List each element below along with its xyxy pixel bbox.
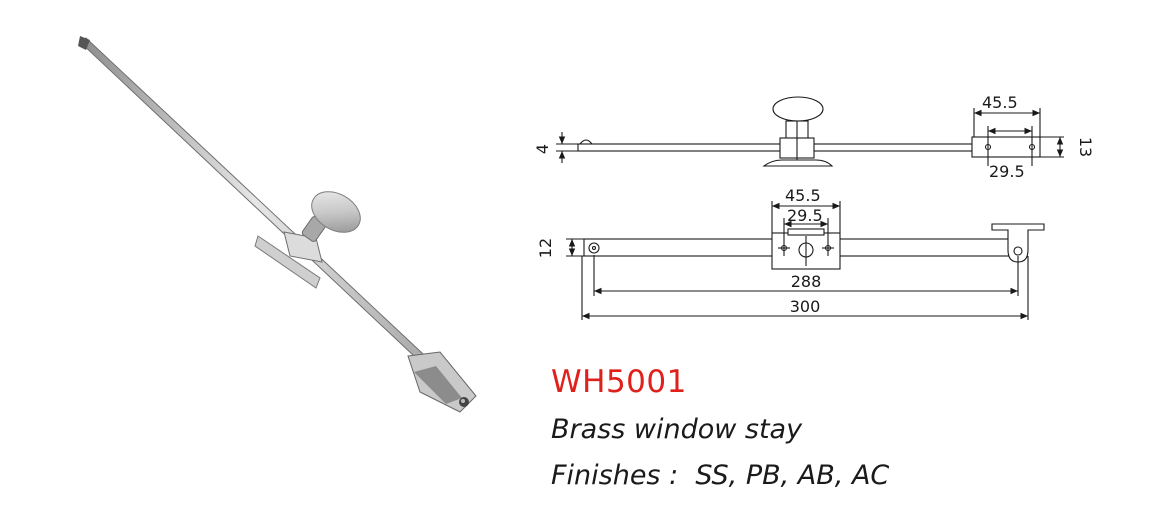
top-view-base <box>762 159 834 167</box>
dim-label-top-29-5: 29.5 <box>989 162 1025 181</box>
pivot-bracket-shadow <box>414 366 462 404</box>
dim-label-mid-45-5: 45.5 <box>785 186 821 205</box>
side-view-pivot-left-inner <box>591 245 597 251</box>
dim-label-top-13: 13 <box>1076 137 1095 157</box>
dim-label-top-45-5: 45.5 <box>982 93 1018 112</box>
side-view-pivot-right <box>1013 246 1023 256</box>
top-view-bar <box>577 143 975 152</box>
dim-label-300: 300 <box>790 297 821 316</box>
mounting-plate <box>254 235 321 289</box>
side-view-block-inner <box>787 228 825 236</box>
side-view-pivot-left <box>588 242 600 254</box>
top-view-knob <box>772 96 824 122</box>
window-stay-photo <box>78 36 477 413</box>
top-view-end-nub <box>579 139 593 145</box>
product-description: Brass window stay <box>551 414 803 445</box>
knob <box>311 191 361 233</box>
pivot-screw-highlight <box>461 399 465 403</box>
product-finishes: Finishes : SS, PB, AB, AC <box>551 460 890 491</box>
stay-bar-tip <box>78 36 90 50</box>
dim-label-288: 288 <box>791 272 822 291</box>
dim-label-mid-29-5: 29.5 <box>787 206 823 225</box>
technical-drawing: 45.5 29.5 13 4 45.5 29.5 12 288 300 <box>533 93 1095 320</box>
top-view-end-plate <box>971 136 1041 158</box>
product-code: WH5001 <box>551 364 687 400</box>
dim-label-top-4: 4 <box>533 144 552 154</box>
dim-label-12: 12 <box>536 238 555 258</box>
